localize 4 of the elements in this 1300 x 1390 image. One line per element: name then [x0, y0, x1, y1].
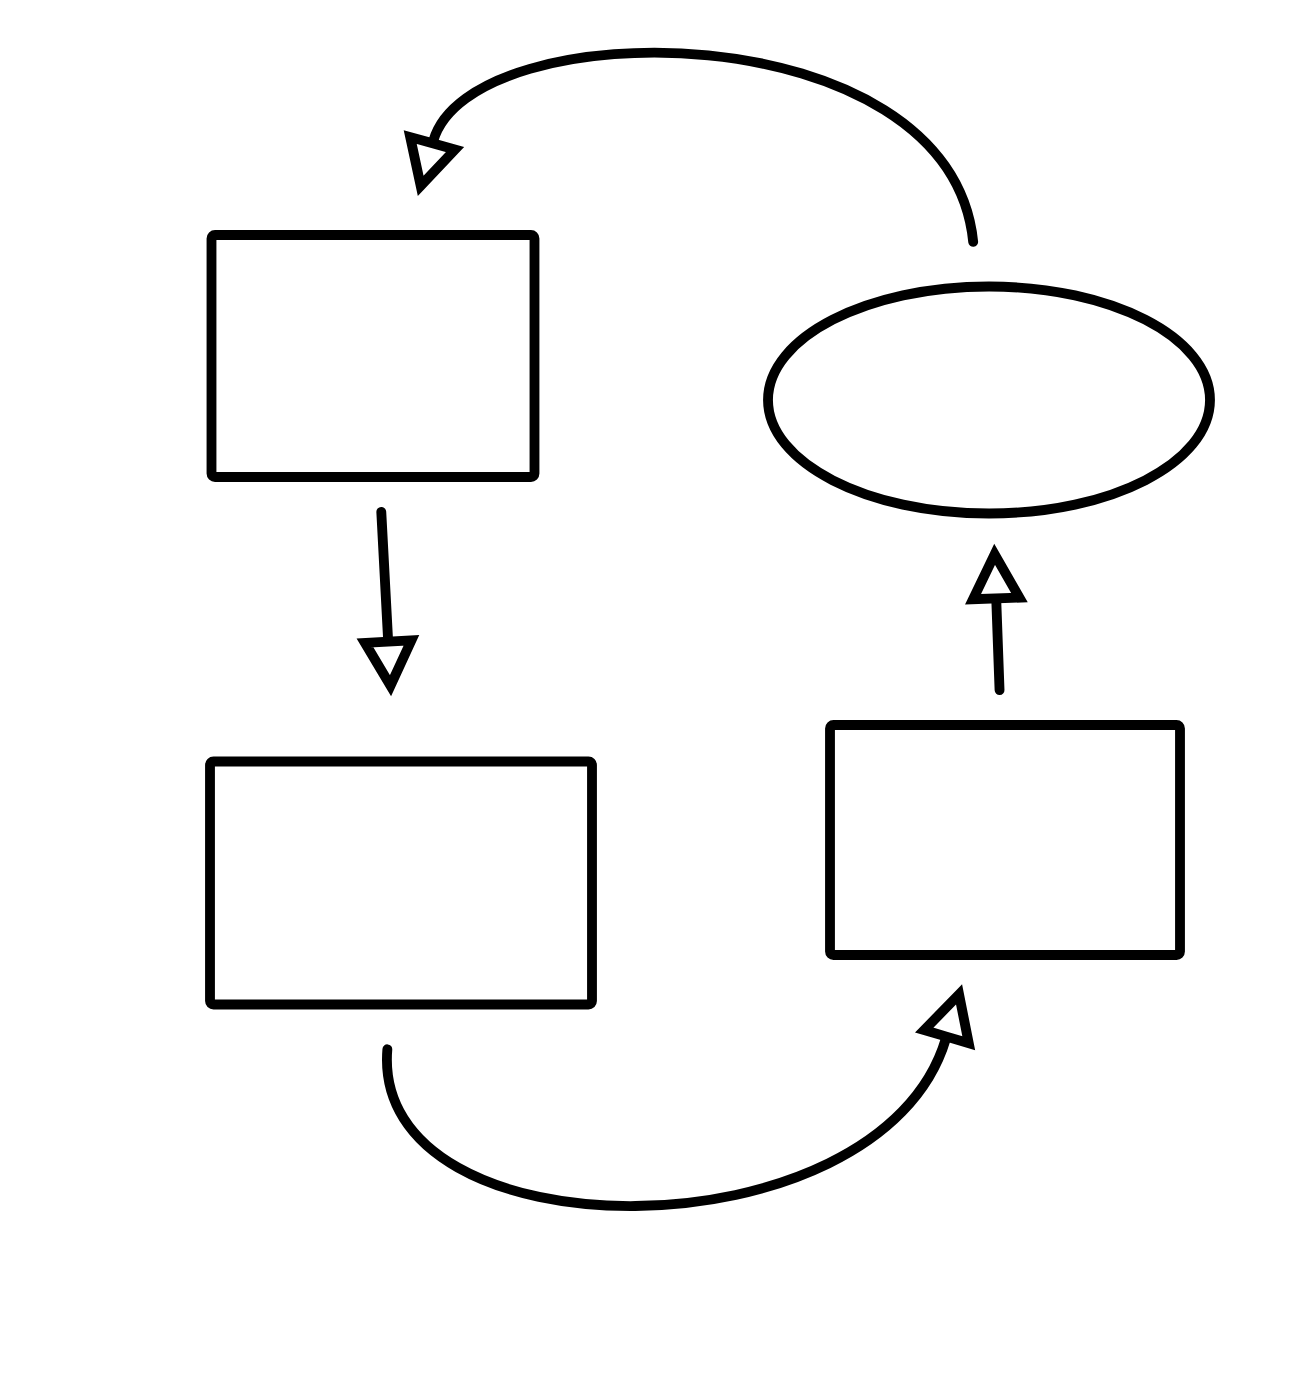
- process-box: [206, 230, 540, 482]
- process-box: [205, 756, 597, 1010]
- process-box: [825, 720, 1185, 960]
- ellipse-shape: [763, 281, 1215, 519]
